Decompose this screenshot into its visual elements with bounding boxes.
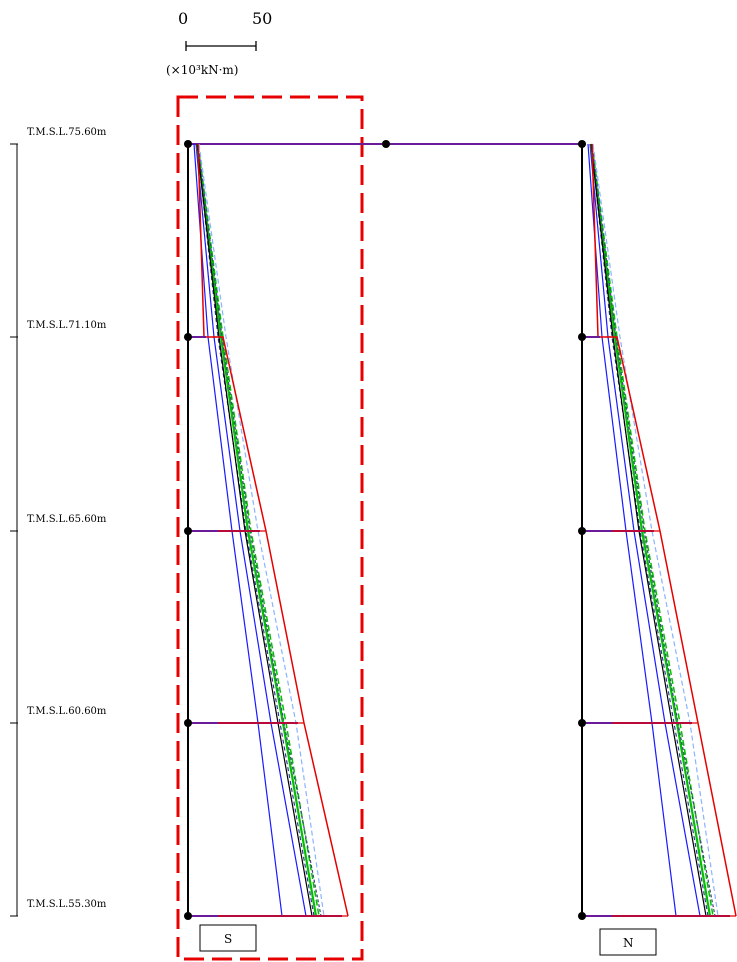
- envelope-curve: [591, 143, 737, 917]
- moment-curve: [196, 143, 315, 917]
- highlight-box: [176, 95, 364, 961]
- roof-beam-node: [382, 140, 390, 148]
- moment-curve: [592, 143, 719, 917]
- wall-label-n-box: N: [599, 928, 657, 956]
- wall-node: [184, 719, 192, 727]
- roof-beam: [188, 140, 582, 148]
- elevation-axis: T.M.S.L.75.60mT.M.S.L.71.10mT.M.S.L.65.6…: [10, 127, 107, 917]
- wall-label-s-box: S: [199, 924, 257, 952]
- envelope-curve: [197, 143, 349, 917]
- level-label: T.M.S.L.55.30m: [27, 899, 107, 910]
- wall-node: [578, 912, 586, 920]
- wall-label-n: N: [623, 936, 634, 950]
- wall-n: [578, 140, 737, 920]
- moment-curve: [198, 143, 325, 917]
- level-label: T.M.S.L.60.60m: [27, 706, 107, 717]
- wall-node: [578, 333, 586, 341]
- wall-node: [184, 527, 192, 535]
- level-label: T.M.S.L.75.60m: [27, 127, 107, 138]
- moment-curve: [590, 143, 709, 917]
- wall-s: [184, 140, 349, 920]
- wall-label-s: S: [224, 932, 232, 946]
- wall-node: [578, 719, 586, 727]
- level-label: T.M.S.L.71.10m: [27, 320, 107, 331]
- wall-node: [184, 333, 192, 341]
- scale-bar: 0 50 (×10³kN·m): [166, 9, 272, 77]
- scale-unit-label: (×10³kN·m): [166, 63, 238, 77]
- wall-node: [578, 527, 586, 535]
- scale-max-label: 50: [252, 9, 272, 28]
- scale-min-label: 0: [178, 9, 188, 28]
- wall-node: [184, 140, 192, 148]
- wall-node: [578, 140, 586, 148]
- wall-node: [184, 912, 192, 920]
- level-label: T.M.S.L.65.60m: [27, 514, 107, 525]
